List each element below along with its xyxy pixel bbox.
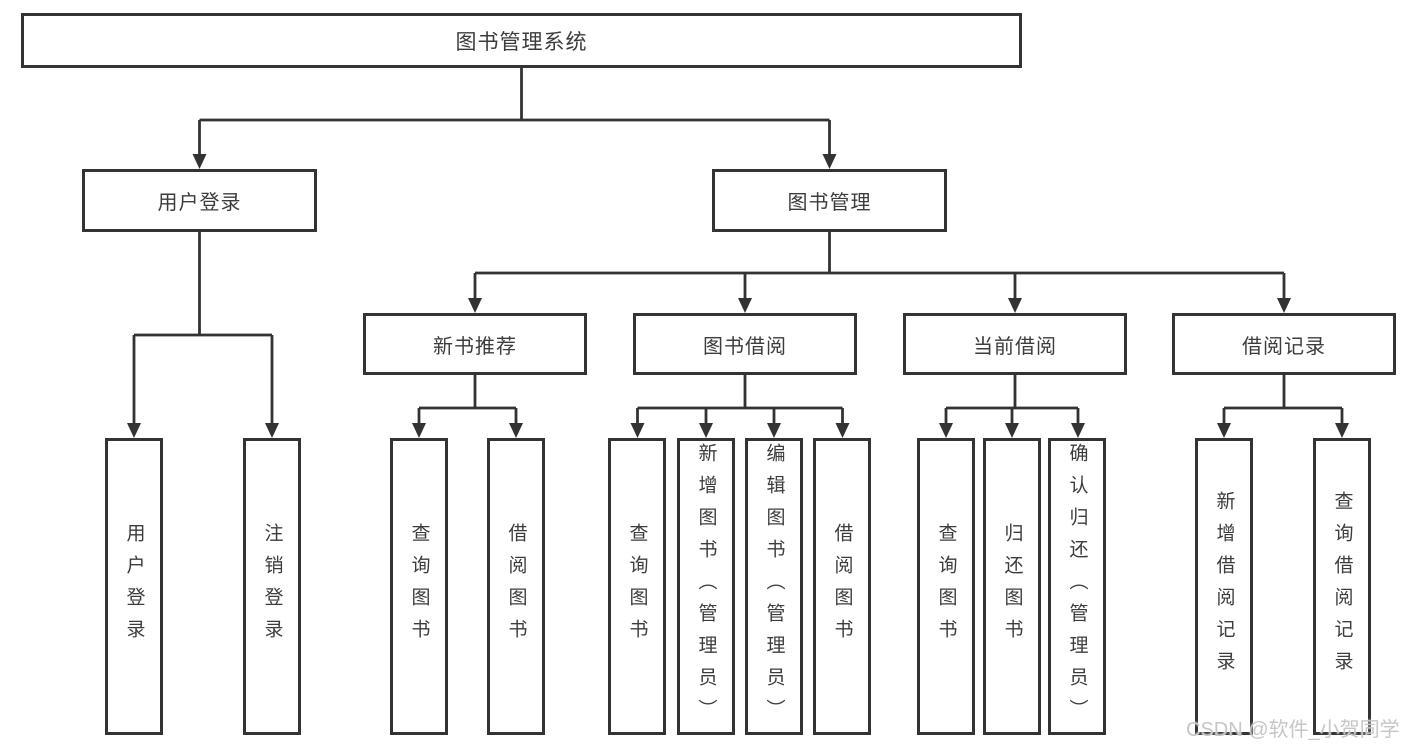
leaf-return-books: 归还图书: [983, 438, 1041, 735]
node-label: 图书管理: [787, 192, 872, 214]
node-book-borrow: 图书借阅: [633, 313, 857, 375]
node-current-borrow: 当前借阅: [903, 313, 1127, 375]
leaf-label: 新增图书（管理员）: [695, 442, 717, 731]
leaf-label: 查询图书: [408, 522, 430, 651]
node-label: 用户登录: [157, 192, 242, 214]
leaf-query-books-current: 查询图书: [917, 438, 975, 735]
leaf-label: 用户登录: [123, 522, 145, 651]
node-label: 新书推荐: [433, 335, 517, 358]
leaf-label: 查询借阅记录: [1331, 490, 1353, 683]
node-label: 图书管理系统: [455, 30, 588, 54]
leaf-label: 借阅图书: [505, 522, 527, 651]
node-book-management: 图书管理: [712, 169, 947, 232]
leaf-query-borrow-record: 查询借阅记录: [1313, 438, 1371, 735]
node-label: 借阅记录: [1242, 335, 1326, 358]
leaf-label: 新增借阅记录: [1213, 490, 1235, 683]
leaf-add-borrow-record: 新增借阅记录: [1195, 438, 1253, 735]
leaf-label: 编辑图书（管理员）: [763, 442, 785, 731]
leaf-label: 确认归还（管理员）: [1066, 442, 1088, 731]
leaf-label: 查询图书: [935, 522, 957, 651]
leaf-query-books-borrow: 查询图书: [608, 438, 666, 735]
node-user-login: 用户登录: [82, 169, 317, 232]
leaf-label: 查询图书: [626, 522, 648, 651]
node-label: 当前借阅: [973, 335, 1057, 358]
csdn-watermark: CSDN @软件_小贺同学: [1186, 719, 1400, 741]
node-borrow-records: 借阅记录: [1172, 313, 1396, 375]
leaf-query-books-recommend: 查询图书: [390, 438, 448, 735]
node-library-system: 图书管理系统: [21, 13, 1022, 68]
leaf-add-book-admin: 新增图书（管理员）: [677, 438, 735, 735]
leaf-label: 归还图书: [1001, 522, 1023, 651]
leaf-borrow-books: 借阅图书: [813, 438, 871, 735]
node-label: 图书借阅: [703, 335, 787, 358]
leaf-confirm-return-admin: 确认归还（管理员）: [1048, 438, 1106, 735]
node-new-book-recommend: 新书推荐: [363, 313, 587, 375]
leaf-logout: 注销登录: [243, 438, 301, 735]
leaf-label: 注销登录: [261, 522, 283, 651]
leaf-edit-book-admin: 编辑图书（管理员）: [745, 438, 803, 735]
leaf-borrow-books-recommend: 借阅图书: [487, 438, 545, 735]
leaf-label: 借阅图书: [831, 522, 853, 651]
leaf-user-login: 用户登录: [105, 438, 163, 735]
